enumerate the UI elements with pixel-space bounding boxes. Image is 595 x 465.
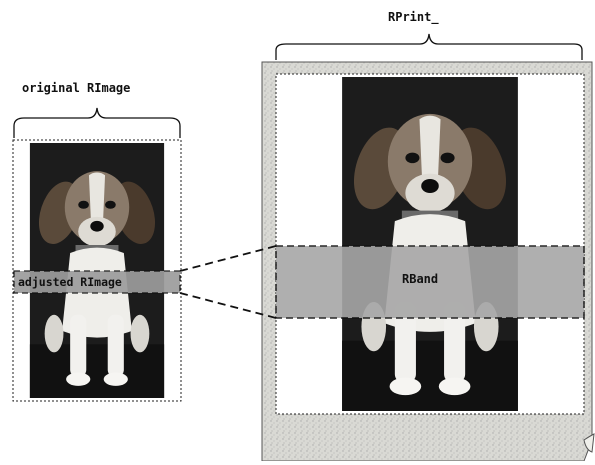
adjusted-rimage-band — [13, 270, 181, 294]
adjusted-rimage-label: adjusted RImage — [18, 275, 122, 289]
mapping-line-top — [179, 245, 277, 272]
original-rimage-label: original RImage — [22, 81, 131, 95]
page-curl-icon — [583, 433, 595, 453]
original-brace — [13, 107, 181, 138]
rprint-brace — [275, 33, 583, 60]
rband-region — [275, 245, 585, 319]
rband-label: RBand — [402, 272, 439, 286]
rprint-label: RPrint_ — [388, 10, 439, 24]
mapping-line-bottom — [179, 292, 277, 319]
